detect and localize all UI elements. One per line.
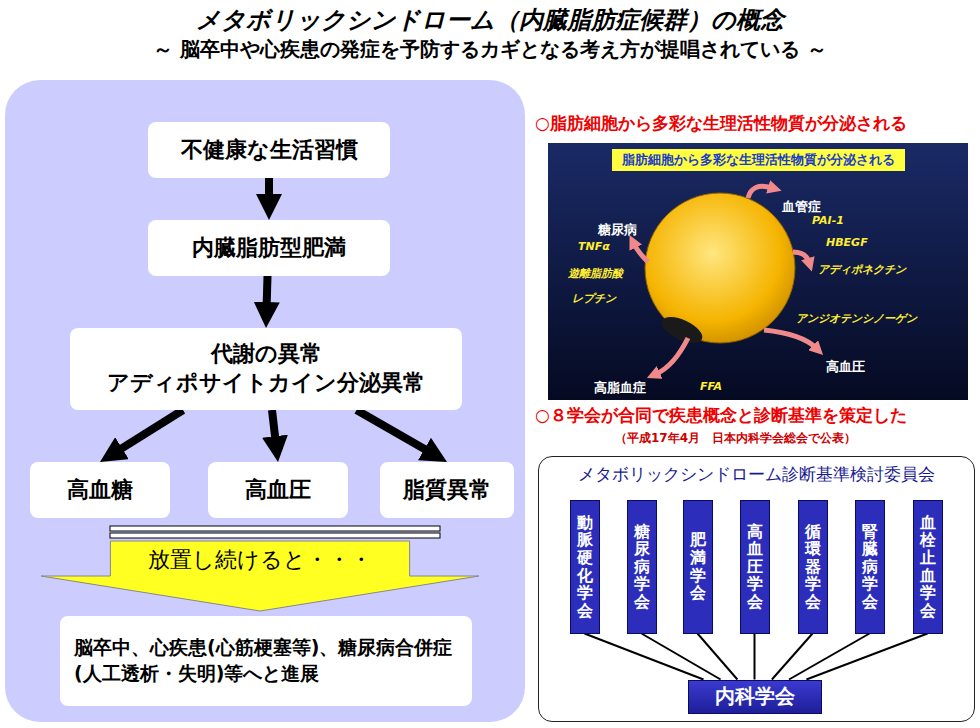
node-text: 血栓止血学会	[920, 514, 936, 620]
node-text: 動脈硬化学会	[577, 514, 593, 620]
society-box: 循環器学会	[798, 500, 828, 634]
page-title: メタボリックシンドローム（内臓脂肪症候群）の概念	[0, 4, 980, 36]
arrow-shape	[41, 541, 479, 611]
secretion-arrow	[656, 338, 688, 374]
substance-label: 遊離脂肪酸	[568, 266, 623, 281]
node-text: メタボリックシンドローム診断基準検討委員会	[539, 463, 974, 486]
node-text: 代謝の異常	[211, 340, 322, 369]
flow-arrow	[272, 410, 276, 442]
node-text: 脂肪細胞から多彩な生理活性物質が分泌される	[612, 149, 905, 171]
node-text: 放置し続けると・・・	[148, 545, 372, 575]
node-text: 高血糖	[67, 476, 133, 505]
flow-arrow	[263, 276, 272, 308]
node-text: 不健康な生活習慣	[181, 136, 358, 165]
connector-line	[585, 634, 704, 680]
flow-arrow	[265, 178, 273, 200]
disease-label: 糖尿病	[598, 221, 637, 239]
process-box: 内臓脂肪型肥満	[148, 220, 390, 276]
flow-arrow	[117, 410, 183, 451]
illustration-ground	[548, 143, 968, 400]
flow-arrow	[357, 410, 430, 452]
society-box: 動脈硬化学会	[570, 500, 600, 634]
substance-label: FFA	[700, 380, 722, 393]
connector-line	[642, 634, 721, 680]
secretion-arrow	[748, 186, 772, 198]
society-box: 血栓止血学会	[913, 500, 943, 634]
node-text: 内科学会	[715, 683, 795, 710]
society-box: 腎臓病学会	[855, 500, 885, 634]
process-box: 代謝の異常アディポサイトカイン分泌異常	[70, 328, 462, 410]
substance-label: アンジオテンシノーゲン	[796, 311, 917, 326]
connector-line	[754, 634, 756, 680]
left-panel	[5, 80, 525, 722]
substance-label: TNFα	[578, 240, 610, 253]
substance-label: HBEGF	[826, 236, 868, 249]
node-text: 脳卒中、心疾患(心筋梗塞等)、糖尿病合併症(人工透析・失明)等へと進展	[74, 635, 458, 686]
disease-label: 高脂血症	[594, 379, 646, 397]
node-text: 糖尿病学会	[634, 523, 650, 611]
outcome-box: 脂質異常	[380, 462, 514, 518]
node-text: 脂質異常	[403, 476, 491, 505]
date-note: （平成17年4月 日本内科学会総会で公表）	[615, 430, 856, 447]
warning-arrow: 放置し続けると・・・	[40, 540, 480, 612]
node-text: 肥満学会	[690, 531, 706, 601]
disease-label: 血管症	[782, 198, 821, 216]
section-heading: ○脂肪細胞から多彩な生理活性物質が分泌される	[535, 112, 907, 135]
substance-label: レプチン	[572, 291, 616, 306]
result-box: 脳卒中、心疾患(心筋梗塞等)、糖尿病合併症(人工透析・失明)等へと進展	[60, 616, 472, 706]
secretion-arrow	[793, 252, 809, 262]
node-text: 腎臓病学会	[862, 523, 878, 611]
connector-line	[789, 634, 870, 680]
connector-line	[772, 634, 813, 680]
society-box: 高血圧学会	[740, 500, 770, 634]
outcome-box: 高血圧	[208, 462, 348, 518]
node-text: 高血圧学会	[747, 523, 763, 611]
society-box: 内科学会	[688, 680, 822, 714]
society-box: 糖尿病学会	[627, 500, 657, 634]
node-text: 循環器学会	[805, 523, 821, 611]
substance-label: PAI-1	[812, 214, 844, 227]
secretion-arrow	[634, 244, 648, 262]
connector-line	[806, 634, 927, 680]
disease-label: 高血圧	[826, 358, 865, 376]
node-text: 高血圧	[245, 476, 311, 505]
process-box: 不健康な生活習慣	[148, 122, 390, 178]
double-bar	[110, 526, 440, 531]
connector-line	[698, 634, 738, 680]
node-text: アディポサイトカイン分泌異常	[107, 369, 425, 398]
subtitle: ～ 脳卒中や心疾患の発症を予防するカギとなる考え方が提唱されている ～	[0, 36, 980, 63]
outcome-box: 高血糖	[30, 462, 170, 518]
cell-nucleus	[658, 312, 706, 349]
substance-label: アディポネクチン	[818, 262, 906, 277]
double-bar	[110, 533, 440, 538]
committee-panel: メタボリックシンドローム診断基準検討委員会動脈硬化学会 糖尿病学会 肥満学会 高血圧学…	[538, 456, 975, 722]
secretion-arrow	[764, 330, 816, 348]
section-heading: ○８学会が合同で疾患概念と診断基準を策定した	[535, 404, 907, 427]
society-box: 肥満学会	[683, 500, 713, 634]
node-text: 内臓脂肪型肥満	[192, 234, 346, 263]
